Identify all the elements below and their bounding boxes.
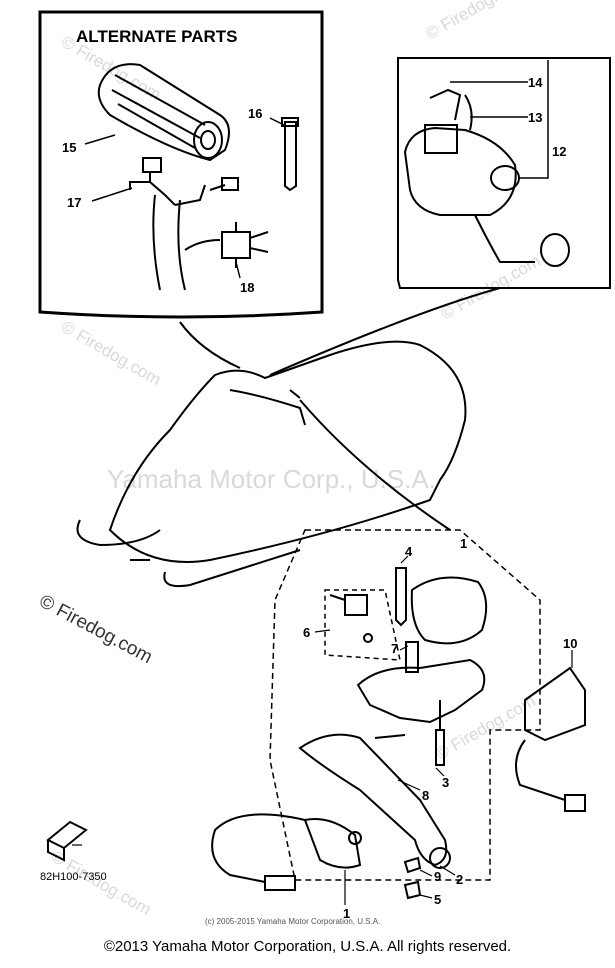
- watermark-center: Yamaha Motor Corp., U.S.A.: [107, 464, 436, 494]
- label-4: 4: [405, 544, 413, 559]
- watermark-left: © Firedog.com: [36, 591, 156, 668]
- label-7: 7: [391, 641, 398, 656]
- grip-heater-part: [97, 63, 230, 162]
- footer-copyright: ©2013 Yamaha Motor Corporation, U.S.A. A…: [103, 938, 512, 955]
- throttle-housing-box: 14 13 12: [397, 57, 611, 289]
- label-16: 16: [248, 106, 262, 121]
- label-6: 6: [303, 625, 310, 640]
- snowmobile-body: [76, 340, 467, 588]
- label-9: 9: [434, 869, 441, 884]
- label-3: 3: [442, 775, 449, 790]
- label-12: 12: [552, 144, 566, 159]
- watermark-top-right: © Firedog.com: [423, 0, 529, 43]
- watermark-low-right: © Firedog.com: [433, 691, 539, 763]
- label-18: 18: [240, 280, 254, 295]
- label-8: 8: [422, 788, 429, 803]
- heater-switch-part: [221, 222, 269, 268]
- alternate-parts-box: ALTERNATE PARTS 15 16 17: [38, 10, 324, 319]
- brake-assembly-box: [269, 529, 541, 881]
- label-1-top: 1: [460, 536, 467, 551]
- label-1-bottom: 1: [343, 906, 350, 921]
- label-10: 10: [563, 636, 577, 651]
- diagram-code: 82H100-7350: [40, 871, 107, 883]
- throttle-housing-part: [403, 88, 570, 267]
- brake-parts: [211, 567, 586, 900]
- label-14: 14: [528, 75, 543, 90]
- label-2: 2: [456, 872, 463, 887]
- alternate-parts-title: ALTERNATE PARTS: [76, 27, 238, 46]
- label-5: 5: [434, 892, 441, 907]
- label-17: 17: [67, 195, 81, 210]
- small-copyright: (c) 2005-2015 Yamaha Motor Corporation, …: [205, 917, 380, 926]
- label-15: 15: [62, 140, 76, 155]
- manual-book-icon: [46, 820, 88, 862]
- watermark-mid-left: © Firedog.com: [58, 317, 164, 389]
- wire-harness-part: [129, 157, 239, 291]
- label-13: 13: [528, 110, 542, 125]
- tie-strap-part: [281, 117, 299, 192]
